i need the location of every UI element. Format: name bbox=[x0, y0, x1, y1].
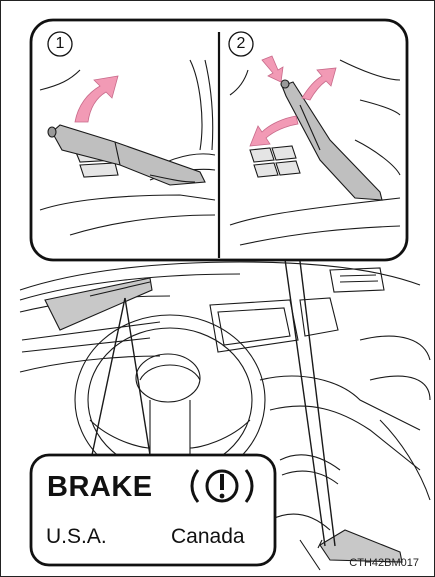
step-2-number: 2 bbox=[228, 35, 254, 53]
step-1-number: 1 bbox=[47, 35, 73, 53]
brake-warning-text: BRAKE bbox=[47, 471, 153, 504]
usa-label: U.S.A. bbox=[46, 525, 107, 549]
figure-code: CTH42BM017 bbox=[349, 557, 419, 569]
exclamation-bar bbox=[220, 474, 224, 490]
canada-label: Canada bbox=[171, 525, 245, 549]
exclamation-dot bbox=[220, 494, 225, 499]
